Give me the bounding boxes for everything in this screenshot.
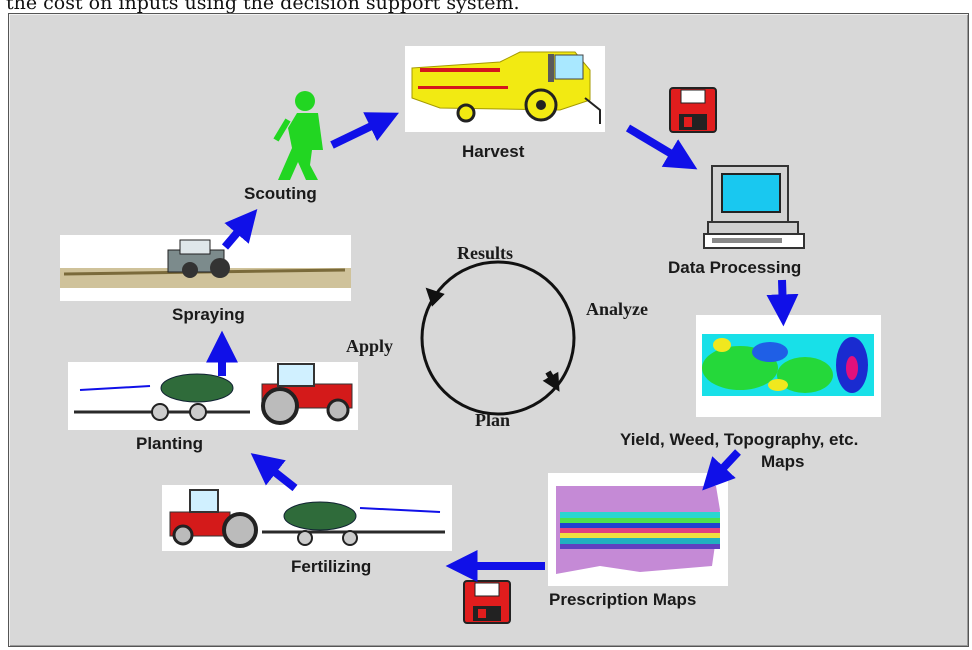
yield-map-image	[696, 315, 881, 417]
spraying-equipment-image	[60, 235, 351, 301]
floppy-disk-icon-top	[669, 87, 717, 133]
harvest-label: Harvest	[462, 142, 525, 161]
maps-label-line2: Maps	[761, 452, 805, 471]
fertilizing-label: Fertilizing	[291, 557, 372, 576]
planting-equipment-image	[68, 362, 358, 430]
arrow-spraying-to-scouting	[221, 209, 258, 250]
arrow-scouting-to-harvest	[330, 112, 399, 149]
combine-harvester-image	[405, 46, 605, 132]
maps-label-line1: Yield, Weed, Topography, etc.	[620, 430, 859, 449]
fertilizing-equipment-image	[162, 485, 452, 551]
arrow-processing-to-maps	[766, 279, 799, 327]
cycle-analyze-label: Analyze	[586, 299, 648, 319]
cycle-plan-label: Plan	[475, 410, 511, 430]
arrow-maps-to-prescription	[702, 449, 741, 491]
floppy-disk-icon-bottom	[463, 580, 511, 624]
data-processing-label: Data Processing	[668, 258, 802, 277]
spraying-label: Spraying	[172, 305, 245, 324]
computer-icon	[703, 165, 805, 249]
arrow-harvest-to-processing	[625, 124, 698, 170]
scout-figure-image	[273, 91, 323, 180]
arrow-fertilizing-to-planting	[250, 453, 298, 492]
prescription-maps-label: Prescription Maps	[549, 590, 697, 609]
page-caption: the cost on inputs using the decision su…	[6, 0, 520, 14]
cycle-results-label: Results	[457, 243, 514, 263]
prescription-map-image	[548, 473, 728, 586]
planting-label: Planting	[136, 434, 204, 453]
scouting-label: Scouting	[244, 184, 317, 203]
management-cycle-circle	[420, 260, 576, 416]
cycle-apply-label: Apply	[346, 336, 394, 356]
